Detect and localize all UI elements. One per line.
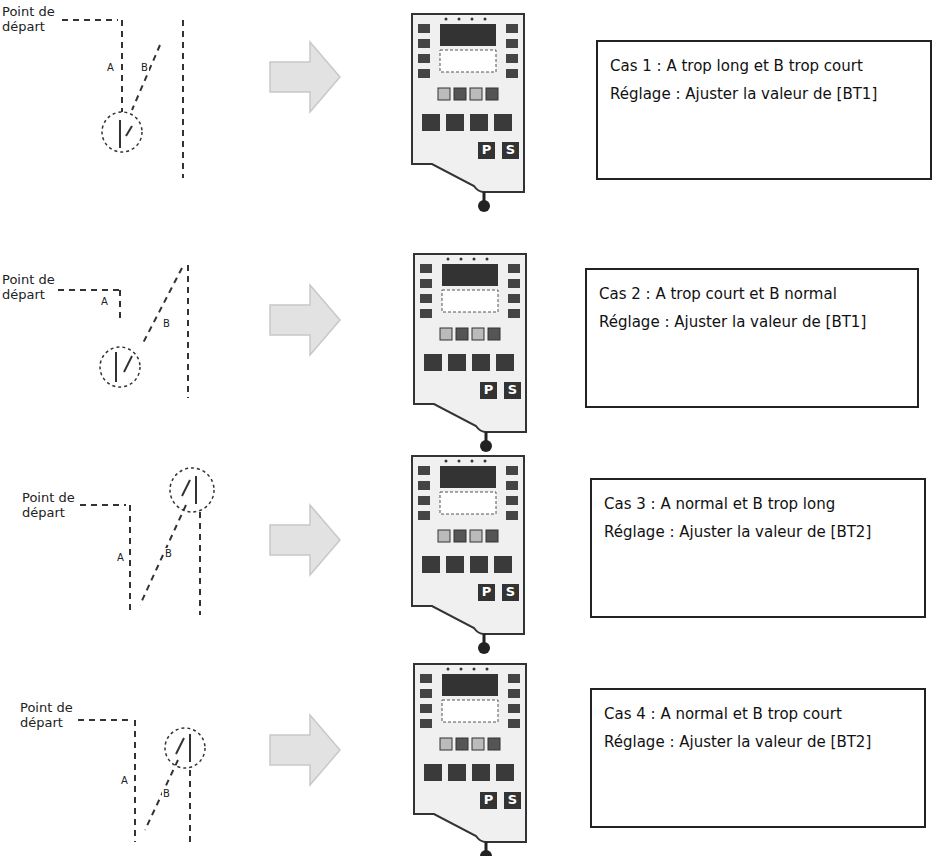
case-heading: Cas 2 : A trop court et B normal [599,284,907,304]
segment-letter: A [106,62,115,73]
setting-text: Réglage : Ajuster la valeur de [BT2] [604,732,914,752]
segment-letter: B [140,62,149,73]
start-point-label: Point de départ [2,272,66,302]
start-point-label: Point de départ [2,4,66,34]
segment-letter: B [162,318,171,329]
key-label: P [478,142,495,159]
segment-letter: A [100,296,109,307]
start-point-label: Point de départ [22,490,86,520]
case-heading: Cas 4 : A normal et B trop court [604,704,914,724]
key-label: P [480,382,497,399]
segment-letter: A [116,552,125,563]
segment-letter: A [120,775,129,786]
case-box: Cas 3 : A normal et B trop longRéglage :… [590,478,926,618]
setting-text: Réglage : Ajuster la valeur de [BT1] [610,84,920,104]
key-label: S [504,382,521,399]
key-label: P [478,584,495,601]
setting-text: Réglage : Ajuster la valeur de [BT1] [599,312,907,332]
case-heading: Cas 1 : A trop long et B trop court [610,56,920,76]
key-label: P [480,792,497,809]
key-label: S [502,142,519,159]
case-heading: Cas 3 : A normal et B trop long [604,494,914,514]
case-box: Cas 4 : A normal et B trop courtRéglage … [590,688,926,828]
key-label: S [502,584,519,601]
setting-text: Réglage : Ajuster la valeur de [BT2] [604,522,914,542]
case-box: Cas 1 : A trop long et B trop courtRégla… [596,40,932,180]
segment-letter: B [164,548,173,559]
key-label: S [504,792,521,809]
start-point-label: Point de départ [20,700,84,730]
segment-letter: B [162,788,171,799]
case-box: Cas 2 : A trop court et B normalRéglage … [585,268,919,408]
